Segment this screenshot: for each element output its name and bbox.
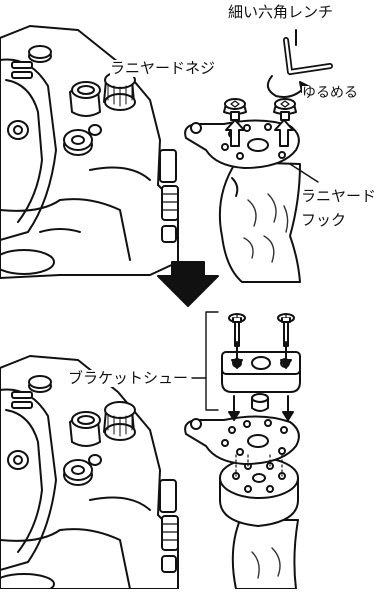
lanyard-hook-top (184, 119, 300, 169)
hex-wrench-label: 細い六角レンチ (228, 3, 334, 21)
camera-housing-bottom (0, 355, 179, 593)
arrow-down-left-upper (231, 341, 243, 369)
bracket-shoe (221, 351, 301, 393)
arrow-down-right-upper (280, 341, 292, 369)
big-down-arrow (157, 261, 219, 307)
grip-handle-top (218, 161, 301, 283)
screw-right-bottom (277, 313, 295, 347)
arrow-down-left-lower (228, 395, 240, 421)
screw-left-top (223, 98, 247, 121)
grip-handle-bottom (231, 519, 299, 590)
bracket-group-brace (191, 311, 219, 411)
lanyard-hook-label-line2: フック (301, 211, 347, 229)
lanyard-hook-label-line1: ラニヤード (301, 187, 377, 205)
screw-left-bottom (228, 313, 246, 347)
arrow-up-left (225, 119, 245, 147)
arrow-up-right (274, 119, 294, 147)
dotted-guide-lines (235, 454, 283, 477)
camera-housing-top (0, 25, 179, 279)
grip-top-plate (219, 457, 299, 527)
bracket-shoe-label: ブラケットシュー (68, 369, 189, 387)
loosen-label: ゆるめる (302, 85, 358, 102)
screw-right-top (273, 98, 297, 121)
hook-leader-line (289, 163, 319, 183)
rubber-pad (251, 393, 269, 412)
arrow-down-right-lower (282, 395, 294, 421)
lanyard-screw-label: ラニヤードネジ (110, 59, 216, 77)
hex-wrench (283, 29, 333, 75)
lanyard-hook-bottom (184, 415, 300, 465)
